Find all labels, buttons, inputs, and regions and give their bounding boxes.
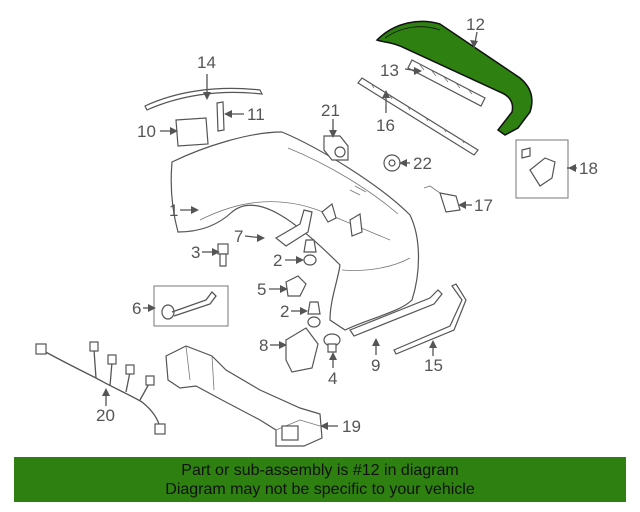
callout-12: 12 [466,15,485,34]
part-5[interactable] [285,275,307,297]
callout-10: 10 [137,122,156,141]
part-11[interactable] [216,101,225,132]
part-15[interactable] [393,283,467,355]
part-20-wiring-harness[interactable] [35,341,166,435]
callout-18: 18 [579,159,598,178]
callout-22: 22 [413,154,432,173]
callout-20: 20 [96,406,115,425]
part-6[interactable] [153,285,229,327]
callout-16: 16 [376,116,395,135]
banner-line-2: Diagram may not be specific to your vehi… [165,481,475,498]
part-12-highlighted[interactable] [375,20,533,136]
part-17[interactable] [423,185,461,213]
callout-2-lower: 2 [280,302,289,321]
part-19-impact-bar[interactable] [165,345,323,447]
leader-arrowheads [102,40,576,430]
part-2-upper[interactable] [303,239,317,266]
callout-9: 9 [371,356,380,375]
part-9[interactable] [349,289,443,337]
callout-4: 4 [328,369,337,388]
callout-17: 17 [474,196,493,215]
part-21[interactable] [323,135,349,161]
parts-diagram: 12 13 14 16 11 10 21 22 18 17 1 7 3 2 5 … [35,15,598,447]
part-13[interactable] [407,59,486,107]
callout-8: 8 [259,336,268,355]
callout-2-upper: 2 [273,251,282,270]
part-3[interactable] [217,243,229,267]
callout-1: 1 [169,201,178,220]
part-2-lower[interactable] [307,301,321,328]
bracket-a [321,202,337,223]
part-1-bumper-cover[interactable] [170,131,420,331]
part-10[interactable] [175,117,209,147]
callout-19: 19 [342,417,361,436]
callout-3: 3 [191,243,200,262]
part-14[interactable] [144,87,264,111]
callout-5: 5 [257,280,266,299]
info-banner: Part or sub-assembly is #12 in diagram D… [14,457,626,502]
bracket-b [349,213,363,237]
callout-13: 13 [380,61,399,80]
callout-6: 6 [132,299,141,318]
callout-21: 21 [321,101,340,120]
banner-line-1: Part or sub-assembly is #12 in diagram [181,462,459,479]
part-4[interactable] [323,333,341,353]
part-7[interactable] [274,209,313,247]
part-18[interactable] [515,139,569,199]
part-22[interactable] [383,154,401,172]
callout-11: 11 [247,105,265,124]
callout-7: 7 [234,227,243,246]
callout-15: 15 [424,356,443,375]
callout-14: 14 [197,53,216,72]
part-8[interactable] [285,327,319,373]
